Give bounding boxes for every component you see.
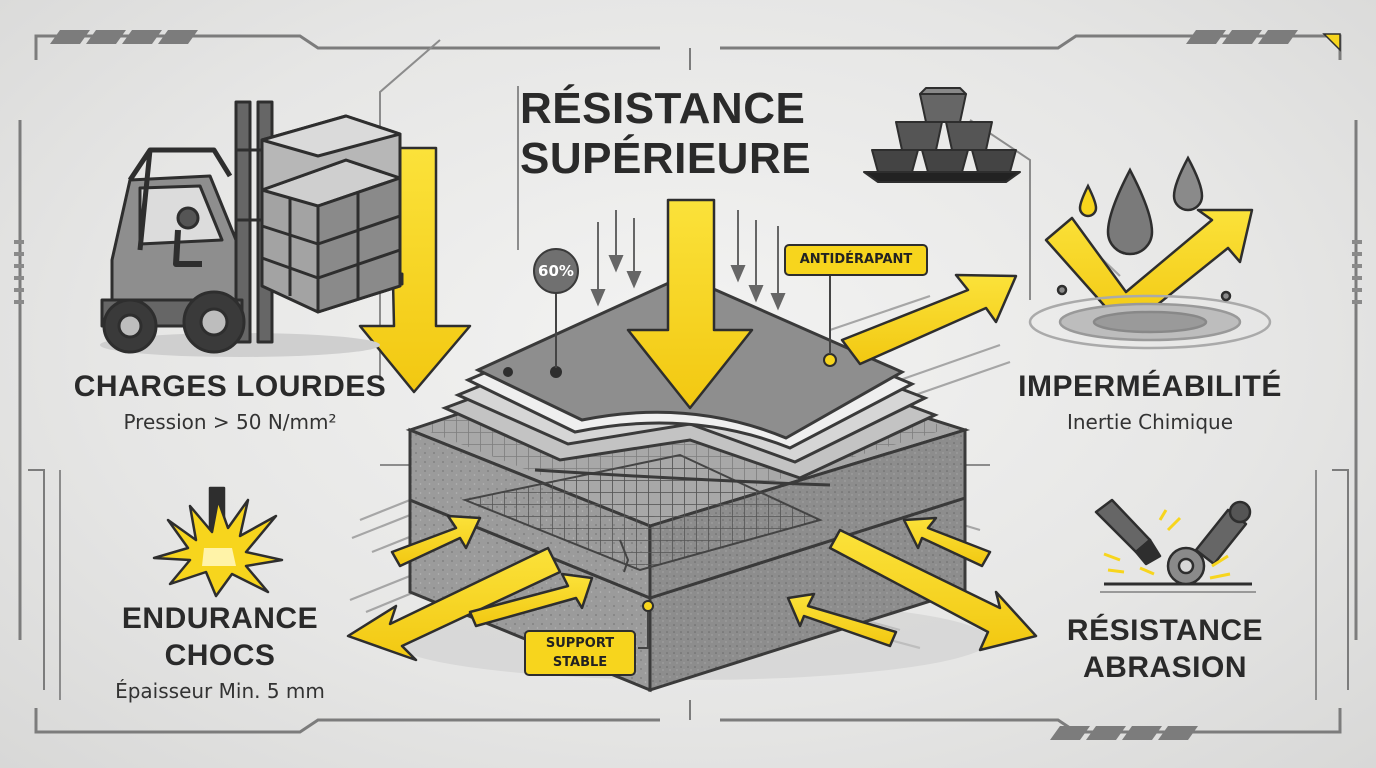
impact-feature: ENDURANCE CHOCS Épaisseur Min. 5 mm (80, 600, 360, 708)
bottom-rmid-arrow (786, 592, 898, 648)
waterproof-subtitle: Inertie Chimique (1066, 410, 1234, 434)
right-up-arrow (840, 273, 1018, 366)
water-drops-icon (1028, 155, 1272, 350)
percentage-badge: 60% (533, 248, 579, 294)
impact-subtitle: Épaisseur Min. 5 mm (115, 679, 325, 703)
callout-leaders (555, 272, 831, 649)
arrows (346, 146, 1254, 662)
anti-slip-tag: ANTIDÉRAPANT (784, 244, 928, 276)
pressure-arrows (590, 210, 786, 311)
left-inward-arrow (390, 514, 482, 568)
support-tag-line2: STABLE (552, 655, 608, 670)
main-title: RÉSISTANCE SUPÉRIEURE (520, 84, 811, 184)
frame-dashes (14, 240, 1362, 304)
impact-title-line2: CHOCS (164, 639, 276, 672)
right-inward-arrow (902, 516, 992, 568)
main-title-line2: SUPÉRIEURE (520, 134, 812, 183)
forklift-icon (100, 100, 404, 357)
metal-ingots-icon (863, 87, 1021, 183)
waterproof-feature: IMPERMÉABILITÉ Inertie Chimique (1000, 368, 1300, 438)
waterproof-title: IMPERMÉABILITÉ (1018, 370, 1282, 403)
impact-title-line1: ENDURANCE (121, 602, 319, 635)
support-stable-tag: SUPPORT STABLE (524, 630, 636, 676)
bottom-right-arrow (828, 528, 1038, 652)
waterproof-arrow (1044, 208, 1254, 332)
bottom-mid-arrow (468, 572, 594, 628)
main-title-line1: RÉSISTANCE (520, 84, 806, 133)
impact-burst-icon (152, 486, 284, 598)
frame (18, 34, 1358, 734)
abrasion-title-line2: ABRASION (1082, 651, 1247, 684)
grinder-icon (1094, 498, 1256, 593)
abrasion-title-line1: RÉSISTANCE (1066, 614, 1264, 647)
abrasion-feature: RÉSISTANCE ABRASION (1040, 612, 1290, 686)
bottom-left-arrow (346, 546, 562, 662)
support-tag-line1: SUPPORT (545, 636, 615, 651)
main-down-arrow (626, 198, 754, 410)
heavy-loads-subtitle: Pression > 50 N/mm² (123, 410, 337, 434)
frame-hatch (50, 30, 1298, 740)
corner-marker (1322, 33, 1341, 52)
left-down-arrow (358, 146, 472, 394)
heavy-loads-title: CHARGES LOURDES (73, 370, 387, 403)
heavy-loads-feature: CHARGES LOURDES Pression > 50 N/mm² (60, 368, 400, 438)
